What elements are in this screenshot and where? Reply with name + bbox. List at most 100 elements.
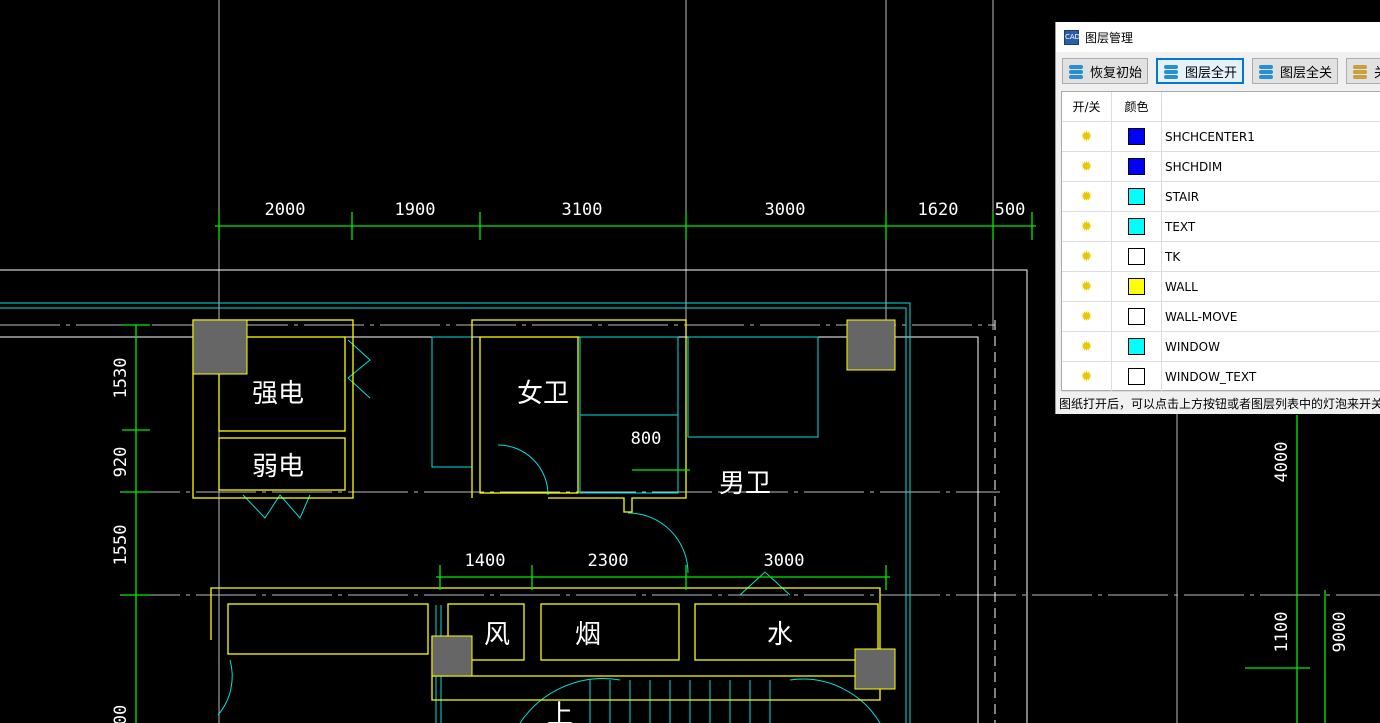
layer-name: WINDOW_TEXT (1165, 369, 1257, 384)
color-swatch[interactable] (1128, 278, 1145, 295)
bulb-icon: ✹ (1080, 368, 1093, 385)
header-onoff: 开/关 (1062, 92, 1112, 121)
room-label: 弱电 (252, 452, 304, 482)
color-cell[interactable] (1112, 362, 1162, 391)
color-swatch[interactable] (1128, 368, 1145, 385)
layer-row[interactable]: ✹ SHCHCENTER1 (1062, 122, 1380, 152)
header-name (1162, 92, 1380, 121)
bulb-icon: ✹ (1080, 128, 1093, 145)
close-button[interactable]: 关闭 (1346, 58, 1380, 84)
dim-label: 1530 (111, 358, 131, 399)
color-swatch[interactable] (1128, 128, 1145, 145)
layer-name: SHCHCENTER1 (1165, 129, 1255, 144)
dim-label: 800 (631, 429, 662, 449)
layer-row[interactable]: ✹ TK (1062, 242, 1380, 272)
layer-table: 开/关 颜色 ✹ SHCHCENTER1✹ SHCHDIM✹ STAIR✹ TE… (1061, 91, 1380, 392)
bulb-icon: ✹ (1080, 158, 1093, 175)
app-icon: CAD (1064, 29, 1080, 45)
layer-row[interactable]: ✹ SHCHDIM (1062, 152, 1380, 182)
columns (192, 319, 896, 690)
bulb-toggle[interactable]: ✹ (1062, 182, 1112, 211)
dim-label: 3000 (764, 551, 805, 571)
color-cell[interactable] (1112, 122, 1162, 151)
room-label: 水 (767, 620, 793, 650)
color-cell[interactable] (1112, 272, 1162, 301)
bulb-icon: ✹ (1080, 248, 1093, 265)
layer-name: TK (1165, 249, 1181, 264)
room-labels: 强电 弱电 女卫 男卫 风 烟 水 上 (252, 379, 793, 723)
dim-label: 2300 (588, 551, 629, 571)
color-swatch[interactable] (1128, 248, 1145, 265)
dim-label: 9000 (1330, 612, 1350, 653)
dimension-lines (122, 212, 1326, 723)
panel-title: 图层管理 (1085, 30, 1134, 45)
toolbar: 恢复初始 图层全开 图层全关 关闭 (1056, 52, 1380, 90)
layer-row[interactable]: ✹ WINDOW (1062, 332, 1380, 362)
layers-on-icon (1163, 64, 1181, 79)
bulb-icon: ✹ (1080, 278, 1093, 295)
color-cell[interactable] (1112, 302, 1162, 331)
bulb-toggle[interactable]: ✹ (1062, 242, 1112, 271)
all-layers-off-button[interactable]: 图层全关 (1252, 58, 1339, 84)
dim-label: 2000 (265, 200, 306, 220)
restore-initial-button[interactable]: 恢复初始 (1062, 58, 1149, 84)
bulb-toggle[interactable]: ✹ (1062, 272, 1112, 301)
layer-name: STAIR (1165, 189, 1200, 204)
all-layers-on-button[interactable]: 图层全开 (1156, 58, 1245, 84)
dim-label: 00 (111, 705, 131, 723)
bulb-toggle[interactable]: ✹ (1062, 362, 1112, 391)
header-color: 颜色 (1112, 92, 1162, 121)
layer-row[interactable]: ✹ STAIR (1062, 182, 1380, 212)
bulb-toggle[interactable]: ✹ (1062, 122, 1112, 151)
color-cell[interactable] (1112, 212, 1162, 241)
bulb-toggle[interactable]: ✹ (1062, 152, 1112, 181)
color-cell[interactable] (1112, 152, 1162, 181)
dim-label: 1100 (1272, 612, 1292, 653)
layer-row[interactable]: ✹ WALL-MOVE (1062, 302, 1380, 332)
button-label: 恢复初始 (1090, 65, 1143, 81)
layers-close-icon (1352, 64, 1370, 79)
layer-name: TEXT (1165, 219, 1196, 234)
dim-label: 500 (995, 200, 1026, 220)
layer-name: WINDOW (1165, 339, 1220, 354)
bulb-toggle[interactable]: ✹ (1062, 302, 1112, 331)
color-swatch[interactable] (1128, 338, 1145, 355)
room-label: 风 (484, 620, 510, 650)
layer-row[interactable]: ✹ WINDOW_TEXT (1062, 362, 1380, 392)
layer-manager-panel: CAD 图层管理 恢复初始 图层全开 图层全关 关闭 开/关 颜色 ✹ SHCH… (1055, 22, 1380, 414)
layer-name: WALL-MOVE (1165, 309, 1238, 324)
layers-restore-icon (1068, 64, 1086, 79)
dim-label: 920 (111, 447, 131, 478)
button-label: 图层全关 (1280, 65, 1333, 81)
dim-label: 1400 (465, 551, 506, 571)
color-swatch[interactable] (1128, 188, 1145, 205)
layer-row[interactable]: ✹ WALL (1062, 272, 1380, 302)
color-swatch[interactable] (1128, 218, 1145, 235)
bulb-toggle[interactable]: ✹ (1062, 212, 1112, 241)
color-cell[interactable] (1112, 242, 1162, 271)
room-label: 烟 (575, 620, 601, 650)
panel-titlebar[interactable]: CAD 图层管理 (1056, 22, 1380, 52)
walls (192, 319, 895, 701)
layers-off-icon (1258, 64, 1276, 79)
bulb-icon: ✹ (1080, 338, 1093, 355)
color-cell[interactable] (1112, 182, 1162, 211)
color-swatch[interactable] (1128, 308, 1145, 325)
dim-label: 1900 (395, 200, 436, 220)
bulb-icon: ✹ (1080, 188, 1093, 205)
dimension-labels: 2000 1900 3100 3000 1620 500 1530 920 15… (111, 200, 1350, 723)
status-hint: 图纸打开后，可以点击上方按钮或者图层列表中的灯泡来开关图层 (1059, 397, 1380, 411)
color-swatch[interactable] (1128, 158, 1145, 175)
dim-label: 4000 (1272, 442, 1292, 483)
button-label: 图层全开 (1185, 65, 1238, 81)
layer-row[interactable]: ✹ TEXT (1062, 212, 1380, 242)
color-cell[interactable] (1112, 332, 1162, 361)
bulb-icon: ✹ (1080, 308, 1093, 325)
table-header: 开/关 颜色 (1062, 92, 1380, 122)
room-label: 强电 (252, 379, 304, 409)
layer-name: WALL (1165, 279, 1198, 294)
room-label: 男卫 (719, 469, 771, 499)
bulb-toggle[interactable]: ✹ (1062, 332, 1112, 361)
